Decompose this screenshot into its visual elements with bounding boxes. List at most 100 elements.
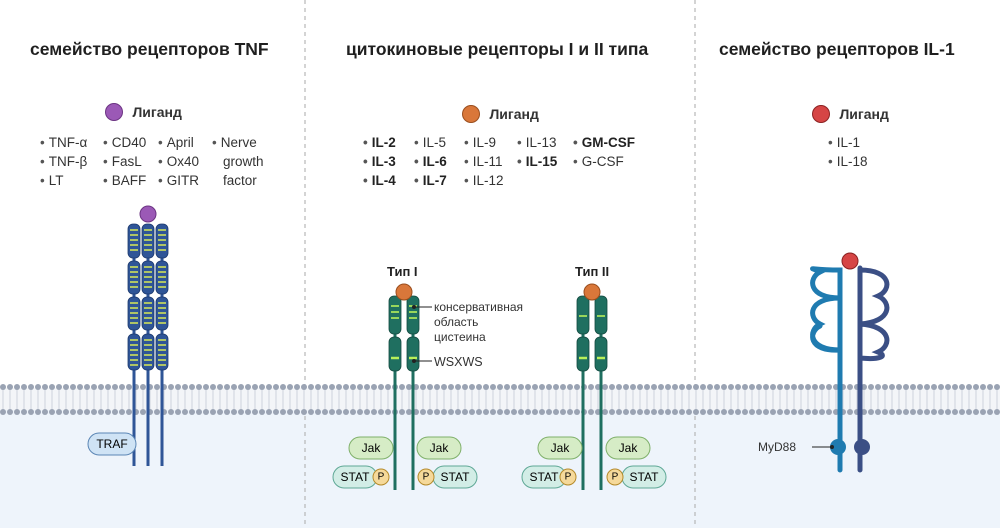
lipid-head [336,409,342,415]
bullet-dot: • [103,154,108,169]
lipid-head [574,384,580,390]
lipid-head [266,384,272,390]
lipid-head [196,384,202,390]
cyto-ligand-item: •IL-13 [517,136,557,150]
lipid-head [945,409,951,415]
bullet-dot: • [414,173,419,188]
cysteine-leader-dot [412,305,416,309]
lipid-head [735,409,741,415]
lipid-head [952,384,958,390]
lipid-head [287,384,293,390]
lipid-head [805,384,811,390]
bullet-dot: • [363,154,368,169]
wsxws-leader-dot [412,359,416,363]
lipid-head [728,384,734,390]
lipid-head [371,409,377,415]
lipid-head [112,384,118,390]
tnf-crd-domain [155,223,169,259]
lipid-head [672,384,678,390]
cyto-ligand-text: IL-3 [371,154,396,169]
bullet-dot: • [40,154,45,169]
il1-ligand-text: IL-18 [836,154,868,169]
tnf-ligand-item: •BAFF [103,174,146,188]
tnf-ligand-item: •TNF-α [40,136,87,150]
lipid-head [126,409,132,415]
lipid-head [819,384,825,390]
lipid-head [784,409,790,415]
stat-type1-right-label: STAT [441,470,471,484]
stat-type2-right-label: STAT [630,470,660,484]
lipid-head [105,409,111,415]
lipid-head [28,384,34,390]
lipid-head [889,409,895,415]
jak-type1-left-label: Jak [362,441,382,455]
lipid-head [994,409,1000,415]
lipid-head [994,384,1000,390]
lipid-head [315,384,321,390]
phosphate-label: P [423,472,430,483]
tnf-ligand-text: April [166,135,194,150]
lipid-head [609,409,615,415]
lipid-head [280,384,286,390]
lipid-head [63,409,69,415]
il1-receptor [810,252,890,473]
lipid-head [140,384,146,390]
lipid-head [777,409,783,415]
lipid-head [154,409,160,415]
tnf-ligand-text: factor [223,173,257,188]
lipid-head [714,384,720,390]
jak-type2-right-box [605,436,651,460]
lipid-head [84,409,90,415]
tnf-ligand-item: •Nerve [212,136,257,150]
lipid-head [868,409,874,415]
lipid-head [266,409,272,415]
cytokine-domain-upper [576,295,590,335]
lipid-head [308,409,314,415]
lipid-head [420,384,426,390]
bullet-dot: • [212,135,217,150]
lipid-head [532,409,538,415]
lipid-head [623,384,629,390]
stat-type1-left-label: STAT [341,470,371,484]
tnf-crd-domain [141,333,155,371]
tnf-ligand-text: Ox40 [166,154,200,169]
cyto-ligand-item: •IL-9 [464,136,496,150]
lipid-head [770,409,776,415]
lipid-head [756,384,762,390]
lipid-head [469,384,475,390]
lipid-head [938,384,944,390]
lipid-head [441,384,447,390]
il1-ligand-dot-icon [812,105,830,123]
lipid-head [819,409,825,415]
lipid-head [434,409,440,415]
cyto-ligand-item: •IL-5 [414,136,446,150]
cyto-ligand-text: IL-15 [525,154,558,169]
cytokine-ligand-dot-icon [462,105,480,123]
lipid-head [973,384,979,390]
lipid-head [651,409,657,415]
bullet-dot: • [158,173,163,188]
tnf-crd-domain [127,223,141,259]
tnf-bound-ligand [139,205,157,223]
cyto-ligand-item: •IL-3 [363,155,396,169]
lipid-head [56,384,62,390]
cysteine-annotation-line-3: цистеина [434,330,486,344]
lipid-head [707,384,713,390]
lipid-head [546,384,552,390]
lipid-head [602,384,608,390]
lipid-head [455,409,461,415]
tnf-column-title: семейство рецепторов TNF [30,39,269,59]
lipid-head [210,384,216,390]
jak-type2-right-label: Jak [619,441,639,455]
lipid-head [49,409,55,415]
lipid-head [189,384,195,390]
tnf-ligand-text: TNF-β [48,154,88,169]
lipid-head [203,384,209,390]
lipid-head [847,409,853,415]
lipid-head [357,384,363,390]
il1-bound-ligand [841,252,859,270]
lipid-head [791,409,797,415]
lipid-head [812,384,818,390]
lipid-head [679,409,685,415]
